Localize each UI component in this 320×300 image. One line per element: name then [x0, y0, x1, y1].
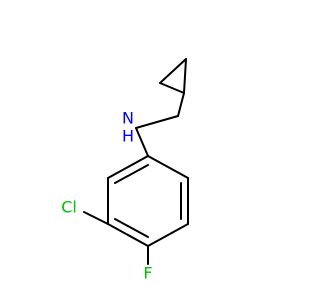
atom-labels: N H Cl F — [61, 109, 152, 283]
bonds — [83, 58, 189, 265]
hydrogen-label: H — [122, 127, 134, 146]
bond-cyclopropyl-1 — [159, 58, 187, 84]
bond-ring-3 — [147, 223, 189, 247]
bond-ring-1 — [147, 155, 189, 179]
bond-cyclopropyl-2 — [183, 58, 187, 94]
fluorine-label: F — [143, 264, 152, 283]
chlorine-label: Cl — [61, 198, 77, 217]
bond-ring-4-inner — [114, 218, 149, 238]
bond-methylene-nitrogen — [135, 115, 179, 129]
bond-ring-6-inner — [114, 164, 149, 184]
nitrogen-label: N — [122, 109, 134, 128]
bond-ring-6 — [107, 155, 149, 179]
bond-ring-4 — [107, 223, 149, 247]
bond-cyclopropyl-methylene — [177, 92, 185, 117]
bond-nitrogen-ring — [135, 127, 149, 157]
bond-cyclopropyl-3 — [159, 82, 185, 94]
bond-chlorine — [83, 211, 109, 225]
molecule-diagram: N H Cl F — [61, 58, 189, 283]
